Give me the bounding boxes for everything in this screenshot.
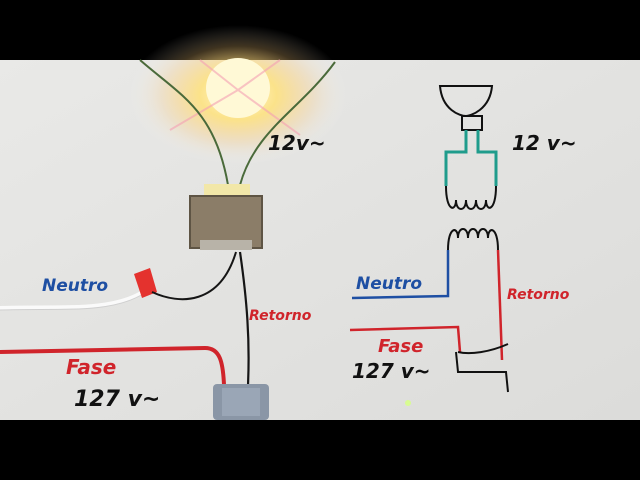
return-wire-black	[238, 251, 250, 386]
diagram-secondary-coil	[445, 185, 497, 210]
label-right-phase: Fase	[378, 336, 424, 357]
label-left-phase: Fase	[66, 355, 117, 379]
bulb-wire-right	[239, 61, 336, 186]
diagram-switch	[455, 343, 509, 393]
label-right-voltage-top: 12 v~	[512, 131, 577, 155]
neutral-wire-white-outline	[0, 293, 144, 311]
light-bulb	[206, 58, 270, 118]
diagram-bulb-wires	[444, 130, 498, 186]
label-left-neutral: Neutro	[42, 276, 109, 296]
diagram-primary-coil	[447, 228, 499, 251]
label-left-voltage-bottom: 127 v~	[74, 387, 161, 412]
label-left-voltage-top: 12v~	[268, 131, 326, 155]
transformer-core	[190, 196, 262, 248]
diagram-phase-line	[349, 325, 462, 353]
label-right-voltage-bottom: 127 v~	[352, 359, 431, 383]
neutral-wire-white	[0, 290, 145, 310]
transformer-base	[200, 240, 252, 250]
diagram-neutral-line	[351, 250, 450, 300]
bulb-wire-left	[139, 59, 229, 186]
phase-wire-red	[0, 345, 226, 386]
diagram-socket	[461, 115, 483, 131]
label-left-return: Retorno	[249, 308, 312, 324]
light-switch-face	[222, 388, 260, 416]
light-sparkle	[405, 400, 411, 406]
transformer-wire-black-1	[151, 251, 237, 301]
letterbox-bottom	[0, 420, 640, 480]
pink-light-rays	[169, 59, 301, 136]
diagram-return-line	[496, 249, 504, 361]
transformer-coil	[204, 184, 250, 196]
label-right-neutral: Neutro	[356, 274, 423, 294]
wire-nut-connector	[134, 268, 157, 298]
label-right-return: Retorno	[507, 287, 570, 303]
